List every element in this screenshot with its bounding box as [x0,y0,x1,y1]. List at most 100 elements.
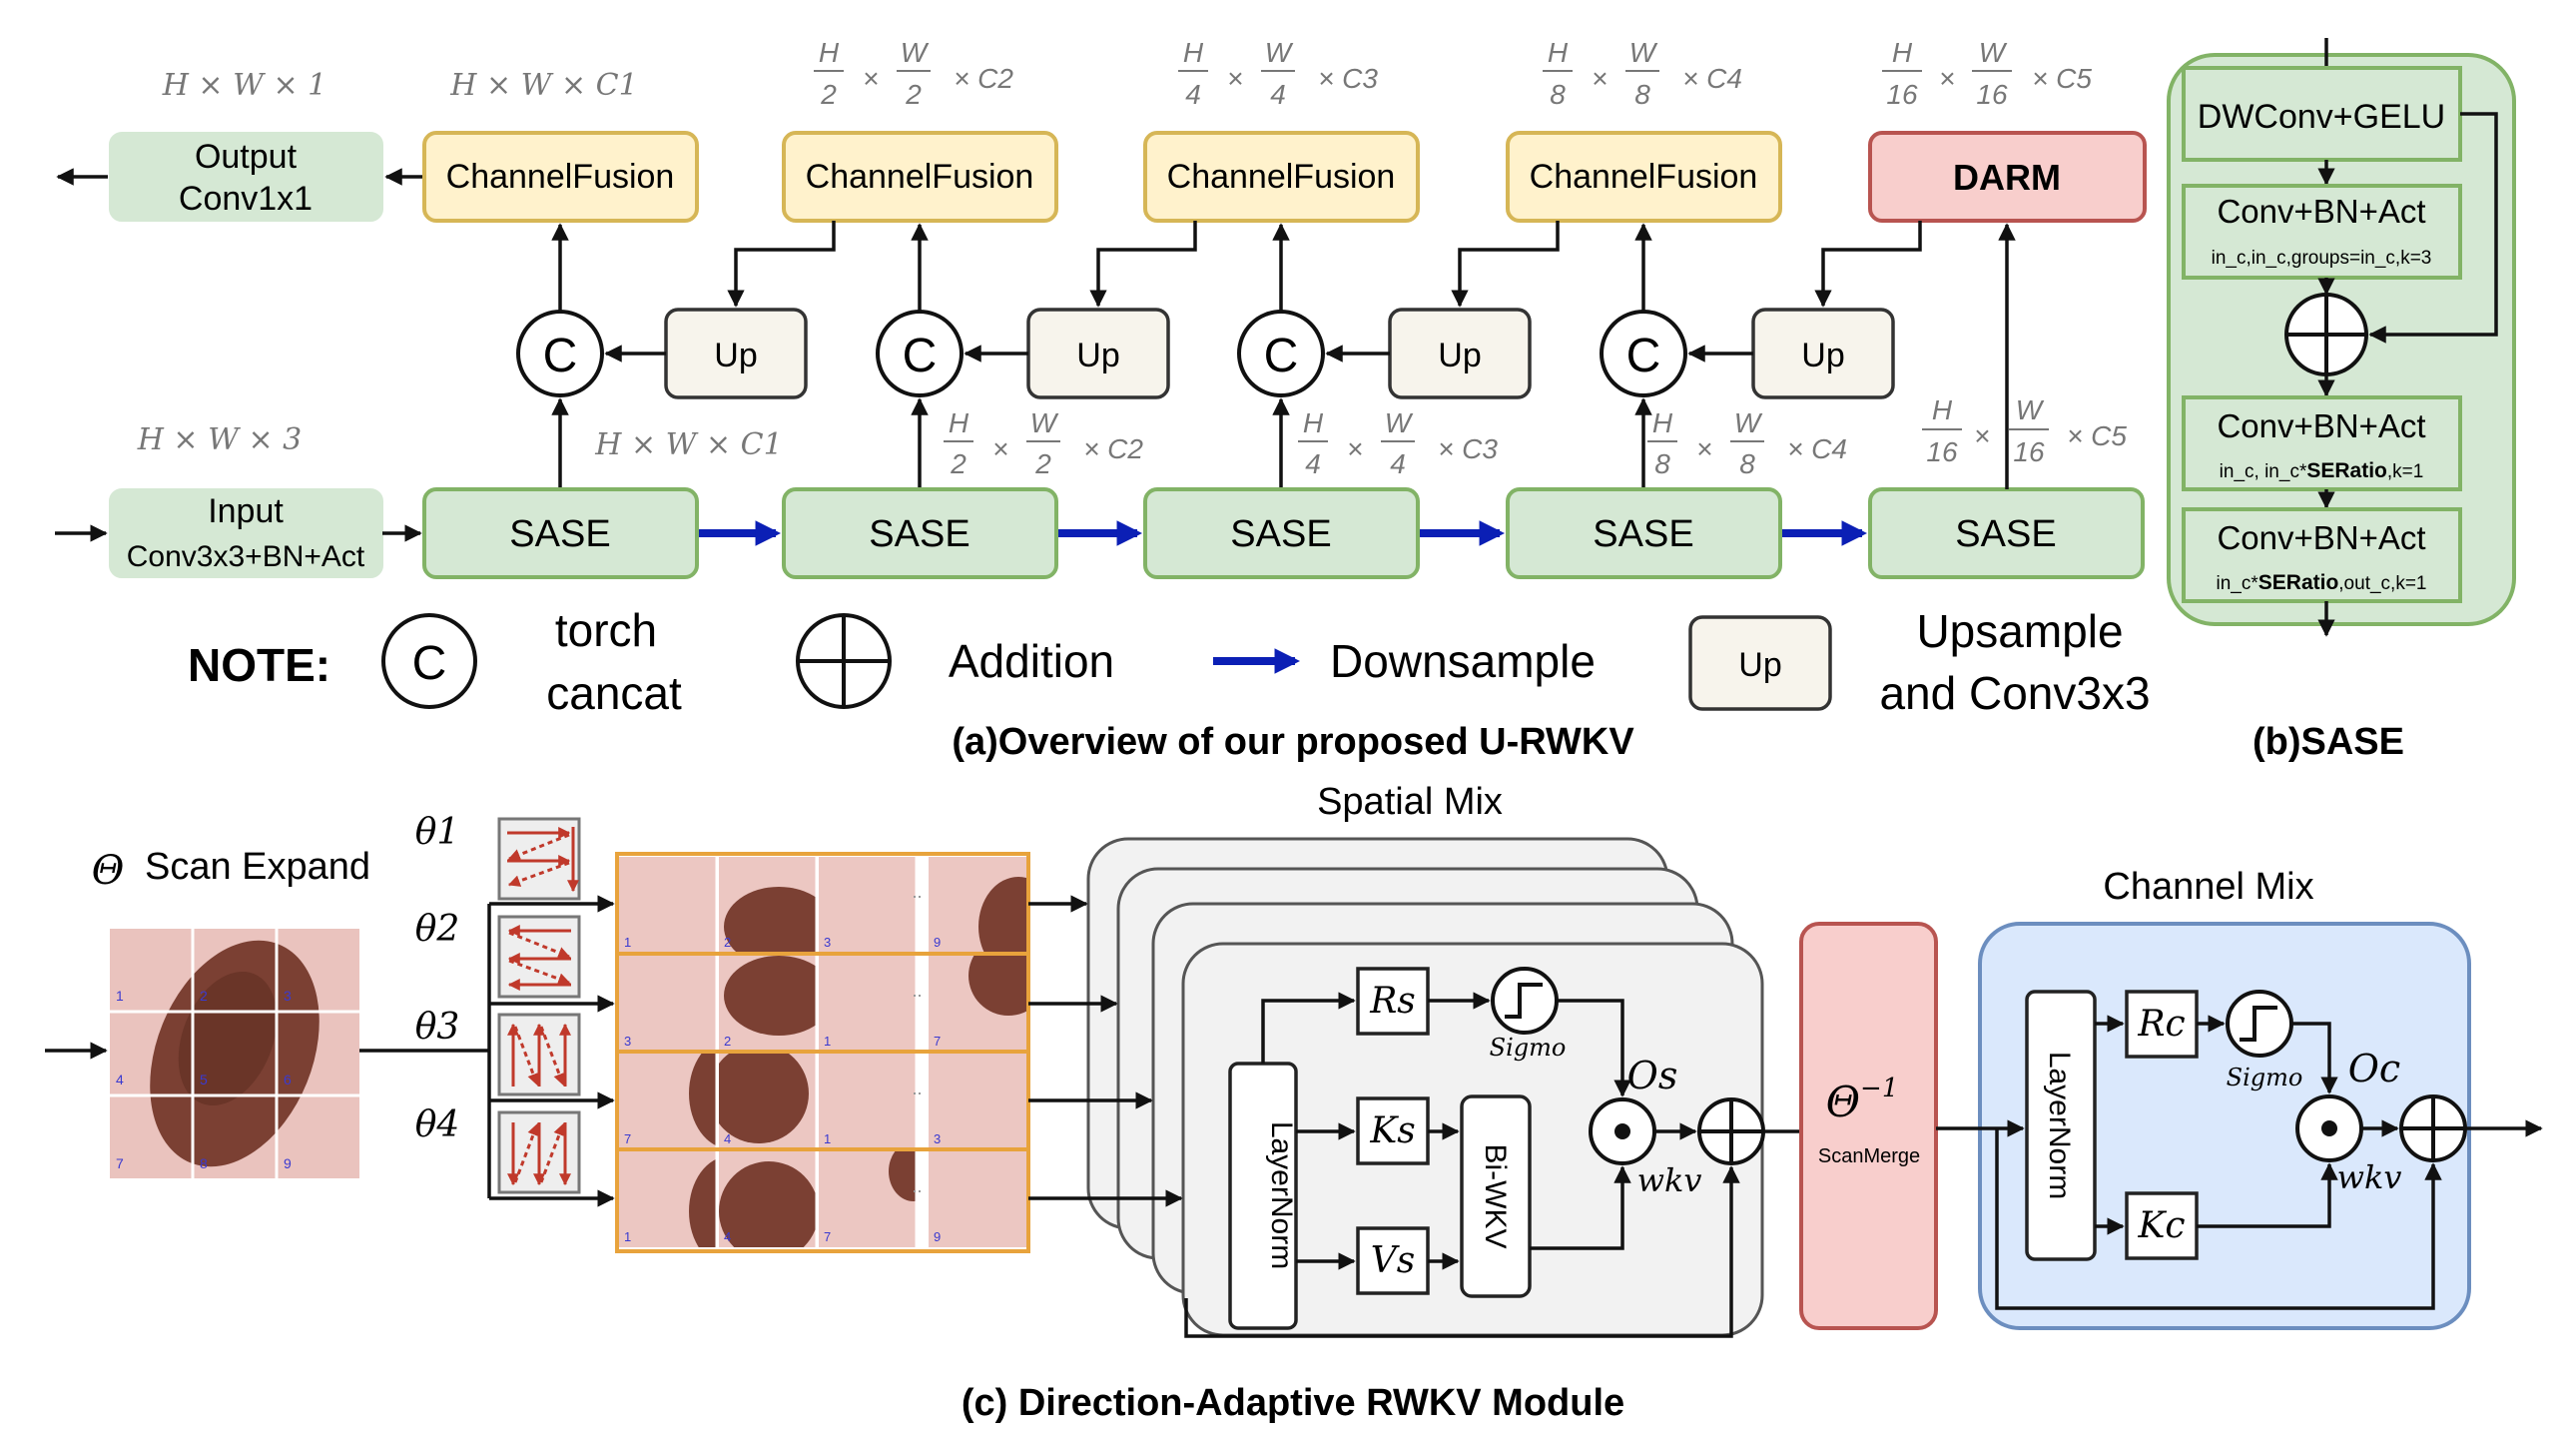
sequence-patch: 4 [719,1054,819,1149]
patch-number: 9 [284,1155,292,1171]
concat-symbol: C [903,330,938,382]
sase-label: SASE [1955,513,2056,555]
svg-text:8: 8 [1654,448,1670,479]
concat-symbol: C [1264,330,1299,382]
svg-text:× C4: × C4 [1682,63,1742,94]
theta-4: θ4 [415,1104,460,1145]
spatial-layernorm-label: LayerNorm [1265,1121,1298,1269]
svg-text:4: 4 [1390,448,1406,479]
sase-block-2 [782,487,1058,579]
dwconv-gelu-label: DWConv+GELU [2198,98,2445,136]
svg-text:× C4: × C4 [1787,433,1847,464]
sase-conv-block-3 [2182,507,2462,603]
scan-expand-symbol: Θ [92,848,125,894]
part-a-overview: H × W × 1 H × W × C1 H 2 × W 2 × C2 H 4 … [55,37,2151,763]
svg-text:4: 4 [1185,79,1201,110]
input-block-line2: Conv3x3+BN+Act [127,540,365,573]
channel-sigmoid-icon [2226,990,2293,1058]
dim-level4-bottom: H 8 × W 8 × C4 [1647,407,1847,479]
kc-label: Kc [2137,1205,2185,1246]
patch-number: 1 [116,988,124,1004]
svg-text:8: 8 [1739,448,1755,479]
sase-label: SASE [1230,513,1331,555]
dim-level3-bottom: H 4 × W 4 × C3 [1298,407,1498,479]
legend-concat-circle [381,613,477,709]
svg-text:× C2: × C2 [954,63,1013,94]
patch-number: 5 [200,1072,208,1088]
svg-text:×: × [1347,433,1363,464]
theta-3: θ3 [415,1007,460,1048]
dim-level5-top: H 16 × W 16 × C5 [1882,37,2092,110]
concat-symbol: C [1626,330,1661,382]
rs-label: Rs [1369,981,1416,1022]
dim-level1-bottom: H × W × C1 [594,427,782,462]
sequence-patch: 3 [929,1054,1028,1149]
dim-level5-bottom: H 16 × W 16 × C5 [1922,394,2127,467]
svg-text:×: × [992,433,1008,464]
patch-number: 6 [284,1072,292,1088]
dim-level2-top: H 2 × W 2 × C2 [814,37,1013,110]
sequence-patch-number: 2 [724,935,731,950]
svg-text:H: H [1892,37,1913,68]
bi-wkv-block [1460,1094,1532,1298]
svg-text:2: 2 [950,448,966,479]
sase-addition-icon [2284,293,2368,376]
svg-text:×: × [1974,420,1990,451]
svg-text:16: 16 [1976,79,2008,110]
channel-fusion-label: ChannelFusion [446,158,675,196]
channel-addition-icon [2399,1094,2467,1162]
caption-c: (c) Direction-Adaptive RWKV Module [962,1382,1624,1424]
legend-concat-line1: torch [555,604,657,656]
legend-concat-symbol: C [412,637,447,690]
svg-text:×: × [1227,63,1243,94]
patch-number: 7 [116,1155,124,1171]
scan-direction-icon-3 [497,1013,581,1096]
up-label: Up [1076,337,1119,374]
svg-text:W: W [2016,394,2045,425]
svg-text:16: 16 [1886,79,1918,110]
svg-text:2: 2 [905,79,922,110]
channel-mix-title: Channel Mix [2103,866,2313,908]
channel-fusion-block-3 [1143,131,1420,223]
sase-conv-block-2 [2182,395,2462,491]
sequence-patch-number: 3 [824,935,831,950]
svg-text:4: 4 [1305,448,1321,479]
legend-downsample-label: Downsample [1330,635,1596,687]
vs-block [1356,1226,1430,1295]
output-block-line1: Output [195,138,298,176]
bi-wkv-label: Bi-WKV [1479,1144,1512,1249]
svg-text:16: 16 [2013,436,2045,467]
patch-number: 8 [200,1155,208,1171]
svg-text:× C3: × C3 [1438,433,1498,464]
svg-text:H: H [1652,407,1673,438]
legend-up-line2: and Conv3x3 [1879,667,2150,719]
sase-conv-block-1 [2182,184,2462,280]
svg-text:W: W [1265,37,1294,68]
sequence-patch-number: 4 [724,1131,731,1146]
sase-block-1 [422,487,699,579]
caption-a: (a)Overview of our proposed U-RWKV [952,721,1634,763]
sequence-patch-number: 1 [624,935,631,950]
sequence-patch-number: 2 [724,1034,731,1049]
dim-level4-top: H 8 × W 8 × C4 [1543,37,1742,110]
darm-block [1868,131,2147,223]
channel-sigmo-label: Sigmo [2227,1064,2303,1091]
scan-expand-label: Scan Expand [145,846,370,888]
channel-fusion-block-1 [422,131,699,223]
channel-layernorm-block [2025,990,2097,1261]
output-conv1x1-block [109,132,383,222]
svg-text:H: H [1303,407,1324,438]
svg-text:H: H [819,37,840,68]
sequence-patch-number: 4 [724,1229,731,1244]
sequence-patch-number: 7 [624,1131,631,1146]
legend-up-line1: Upsample [1916,605,2123,657]
sequence-patch-number: 1 [824,1034,831,1049]
sase-label: SASE [869,513,969,555]
scan-direction-icon-4 [497,1110,581,1194]
scan-direction-icon-1 [497,817,581,901]
sase-conv-block-3-title: Conv+BN+Act [2217,519,2425,556]
channel-fusion-label: ChannelFusion [806,158,1034,196]
